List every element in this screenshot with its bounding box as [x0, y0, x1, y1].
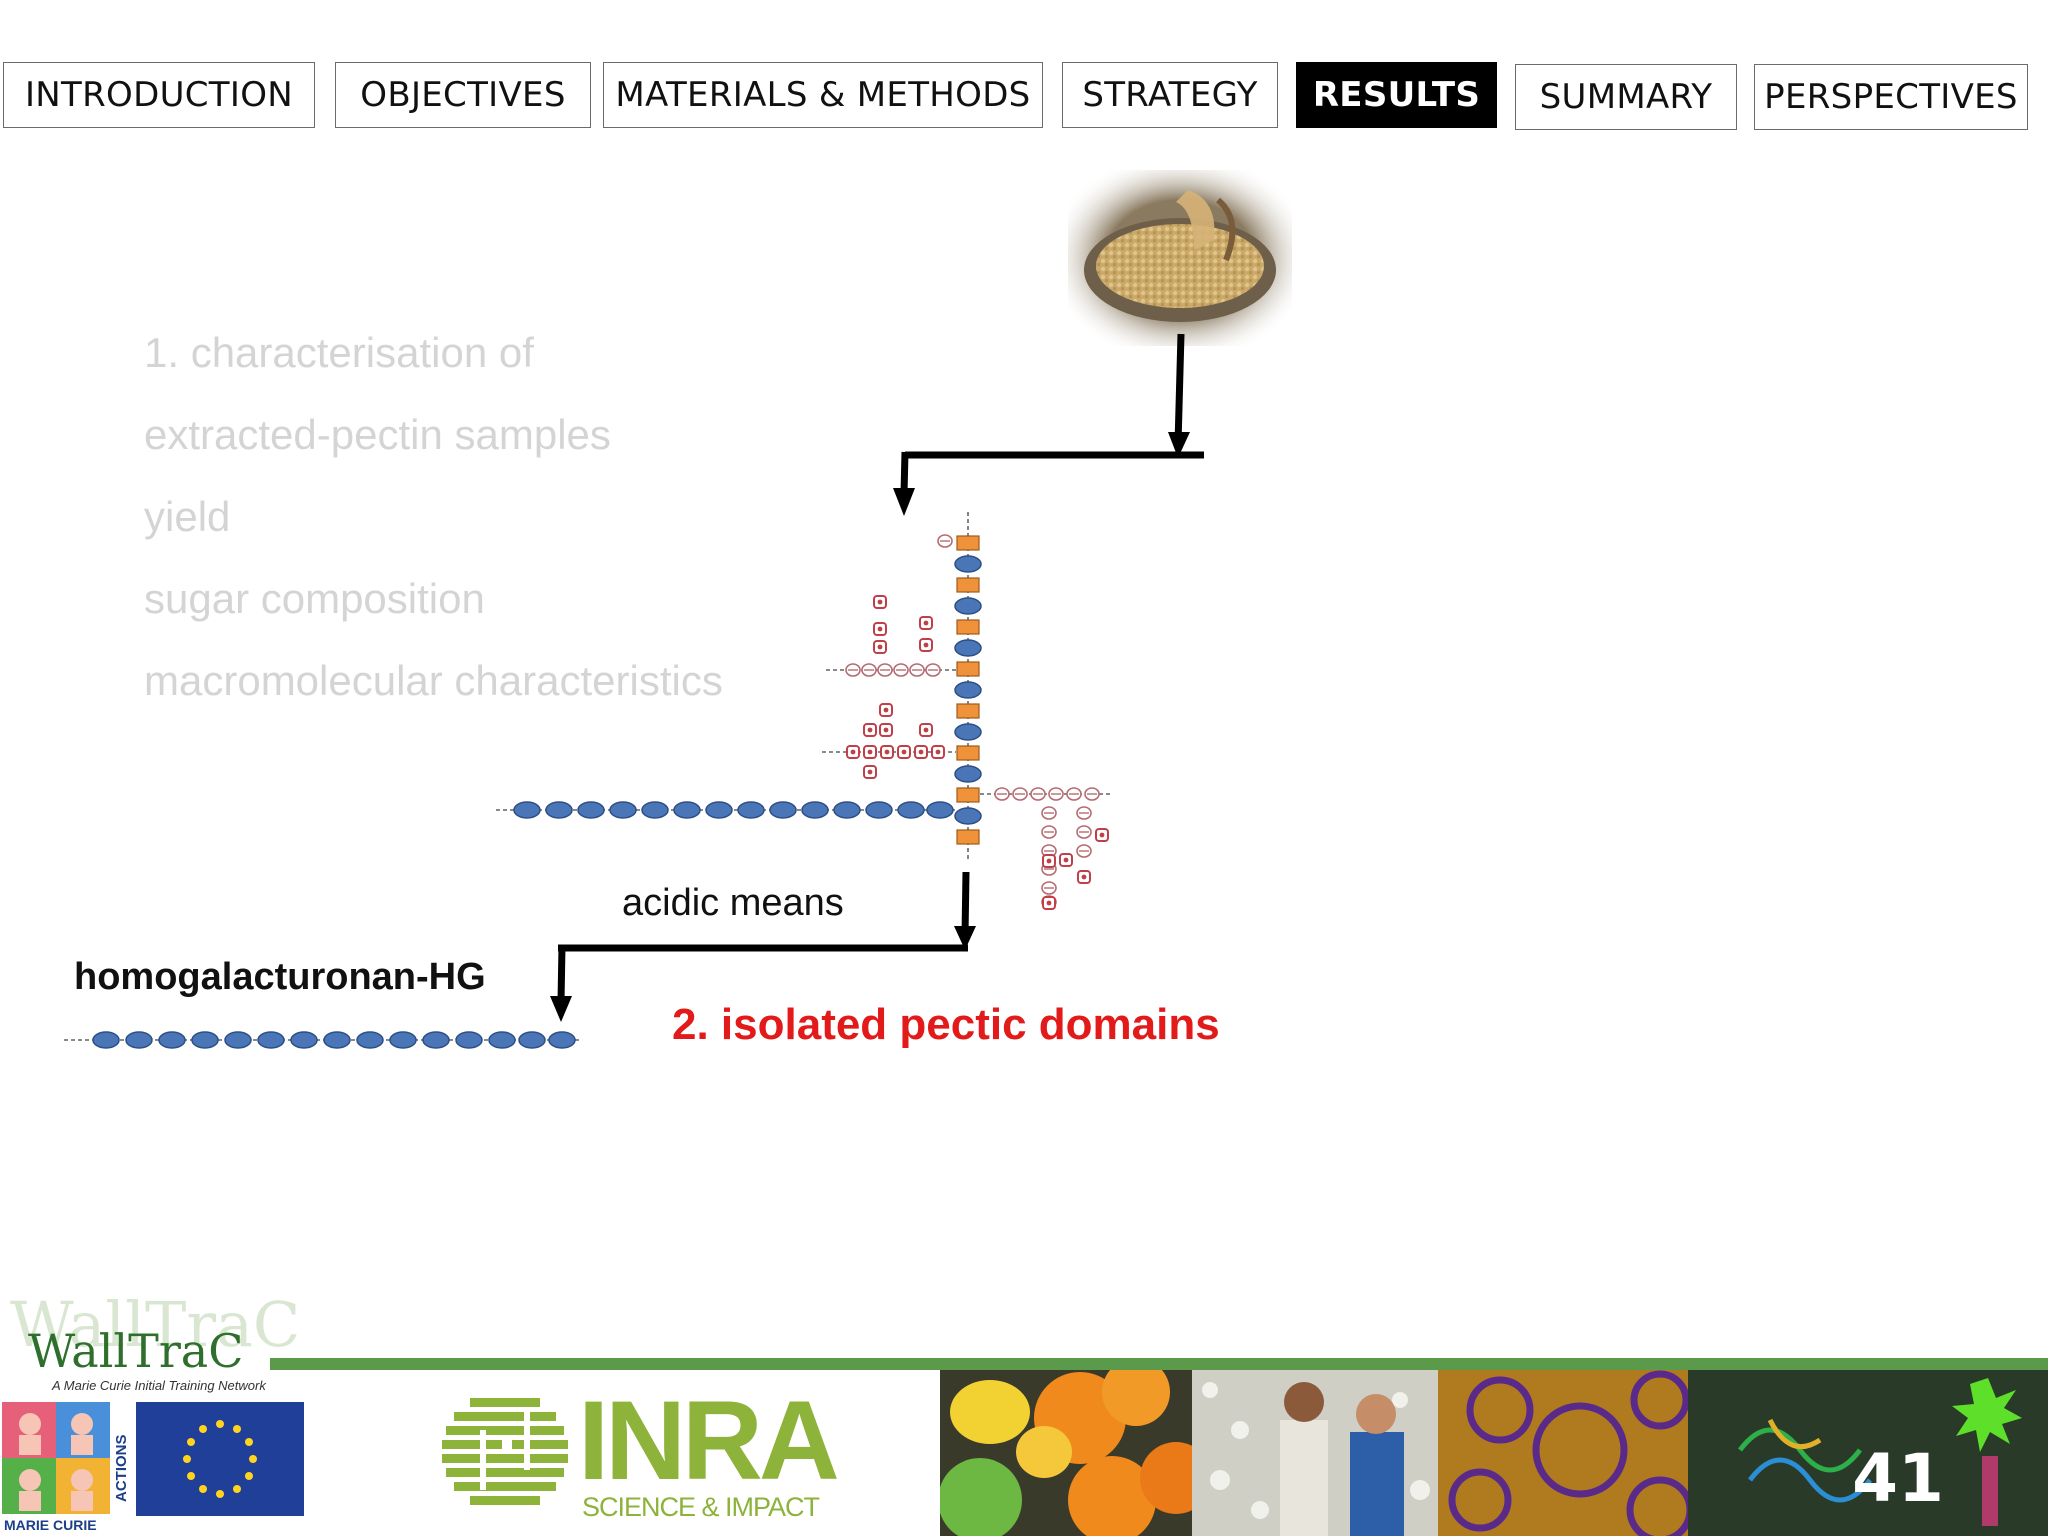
- tab-introduction[interactable]: INTRODUCTION: [3, 62, 315, 128]
- inra-logo: INRA SCIENCE & IMPACT: [440, 1378, 840, 1534]
- outline-list: 1. characterisation of extracted-pectin …: [144, 312, 723, 722]
- lemon-image: [950, 1380, 1030, 1444]
- outline-item: sugar composition: [144, 575, 485, 622]
- outline-item: 1. characterisation of: [144, 329, 534, 376]
- slide-number: 41: [1852, 1440, 1944, 1517]
- inra-emblem-icon: [442, 1398, 568, 1505]
- outline-item: macromolecular characteristics: [144, 657, 723, 704]
- tab-strategy[interactable]: STRATEGY: [1062, 62, 1278, 128]
- outline-item: yield: [144, 493, 231, 540]
- walltrac-logo: WallTraC WallTraC A Marie Curie Initial …: [10, 1288, 301, 1393]
- outline-item: extracted-pectin samples: [144, 411, 611, 458]
- highlight-heading: 2. isolated pectic domains: [672, 1000, 1220, 1049]
- tab-perspectives[interactable]: PERSPECTIVES: [1754, 64, 2028, 130]
- marie-curie-actions-logo: ACTIONS MARIE CURIE: [2, 1402, 130, 1534]
- product-label: homogalacturonan-HG: [74, 956, 486, 998]
- tab-results[interactable]: RESULTS: [1296, 62, 1497, 128]
- svg-text:MARIE CURIE: MARIE CURIE: [4, 1517, 97, 1533]
- footer-photo-strip: [940, 1370, 2048, 1536]
- tab-summary[interactable]: SUMMARY: [1515, 64, 1737, 130]
- tab-objectives[interactable]: OBJECTIVES: [335, 62, 591, 128]
- svg-text:ACTIONS: ACTIONS: [113, 1435, 130, 1503]
- cell-wall-image: [1438, 1370, 1688, 1536]
- flow-arrow: [900, 333, 1204, 495]
- eu-flag-icon: [136, 1402, 304, 1516]
- soybean-sack-image: [1068, 170, 1292, 346]
- step-label: acidic means: [622, 882, 844, 924]
- footer-band: [270, 1358, 2048, 1370]
- tab-materials-methods[interactable]: MATERIALS & METHODS: [603, 62, 1043, 128]
